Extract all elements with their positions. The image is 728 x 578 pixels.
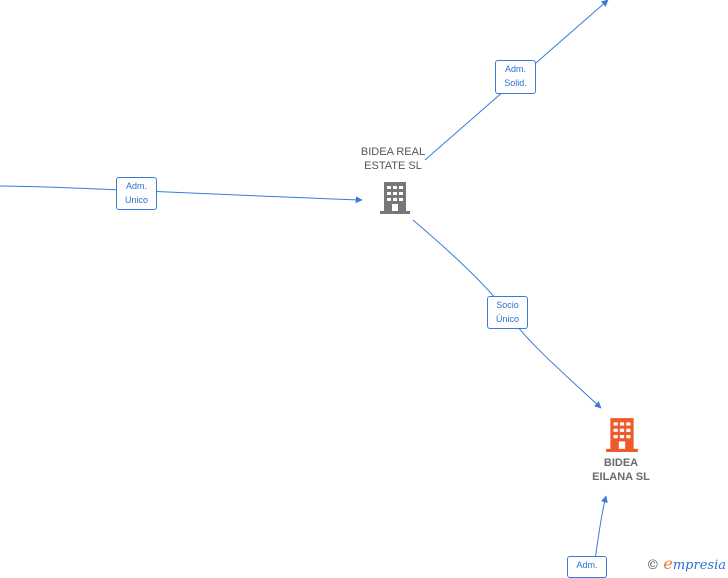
edge-label-adm-solid[interactable]: Adm. Solid. — [495, 60, 536, 94]
edge-adm-unico — [0, 185, 363, 204]
node-label-bidea-real-estate[interactable]: BIDEA REAL ESTATE SL — [360, 146, 426, 172]
edge-label-socio-unico[interactable]: Socio Único — [487, 296, 528, 329]
copyright-symbol: © — [646, 558, 660, 573]
brand-name: mpresia — [672, 558, 726, 573]
empresia-watermark: © empresia — [646, 554, 726, 573]
building-icon[interactable] — [380, 180, 410, 214]
edge-adm-bottom — [594, 495, 608, 561]
node-label-bidea-eilana[interactable]: BIDEA EILANA SL — [592, 457, 650, 483]
edge-label-adm-unico[interactable]: Adm. Unico — [116, 177, 157, 210]
brand-initial: e — [663, 554, 673, 573]
building-icon[interactable] — [606, 416, 638, 452]
